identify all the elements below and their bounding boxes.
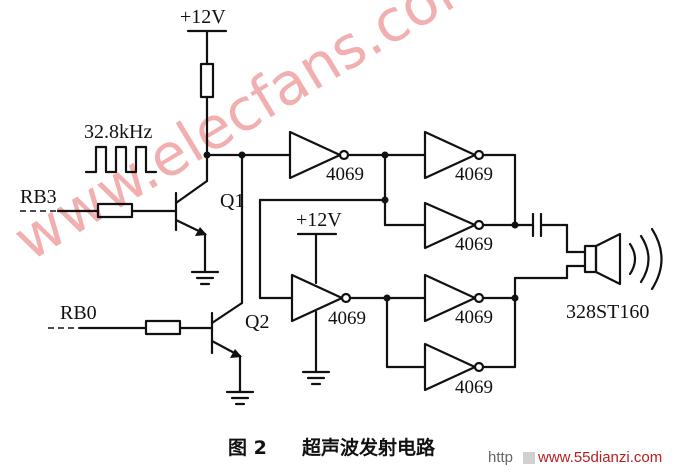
inverter-lower-right-1-label: 4069	[455, 307, 493, 328]
corner-watermark-prefix: http	[488, 449, 513, 466]
junction-q1-collector	[203, 151, 211, 159]
resistor-rb0	[144, 319, 182, 336]
inverter-lower-left-label: 4069	[328, 308, 366, 329]
rb3-input	[20, 202, 178, 219]
corner-watermark-logo	[523, 452, 535, 464]
corner-watermark-site: www.55dianzi.com	[537, 449, 662, 466]
transistor-q2	[210, 194, 255, 406]
junction-lower-output	[511, 294, 519, 302]
junction-upper-output	[511, 221, 519, 229]
capacitor	[531, 212, 543, 238]
speaker-label: 328ST160	[566, 301, 649, 323]
inverter-upper-right-1-label: 4069	[455, 164, 493, 185]
q2-label: Q2	[245, 311, 269, 333]
figure-title: 超声波发射电路	[301, 436, 436, 459]
inverter-lower-right-2-label: 4069	[455, 377, 493, 398]
vcc-top-label: +12V	[180, 6, 226, 28]
frequency-label: 32.8kHz	[84, 121, 152, 143]
figure-number: 图 2	[228, 437, 267, 459]
rb0-label: RB0	[60, 302, 97, 324]
vcc-mid-label: +12V	[296, 209, 342, 231]
q1-label: Q1	[220, 190, 244, 212]
ground-inverter	[301, 310, 331, 386]
junction-loop	[381, 196, 389, 204]
rb3-label: RB3	[20, 186, 57, 208]
square-wave-icon	[84, 145, 158, 174]
transistor-q1	[174, 179, 220, 286]
inverter-upper-left-label: 4069	[326, 164, 364, 185]
inverter-upper-right-2-label: 4069	[455, 234, 493, 255]
supply-top	[186, 29, 228, 183]
speaker-icon	[583, 227, 663, 291]
rb0-input	[48, 319, 214, 336]
